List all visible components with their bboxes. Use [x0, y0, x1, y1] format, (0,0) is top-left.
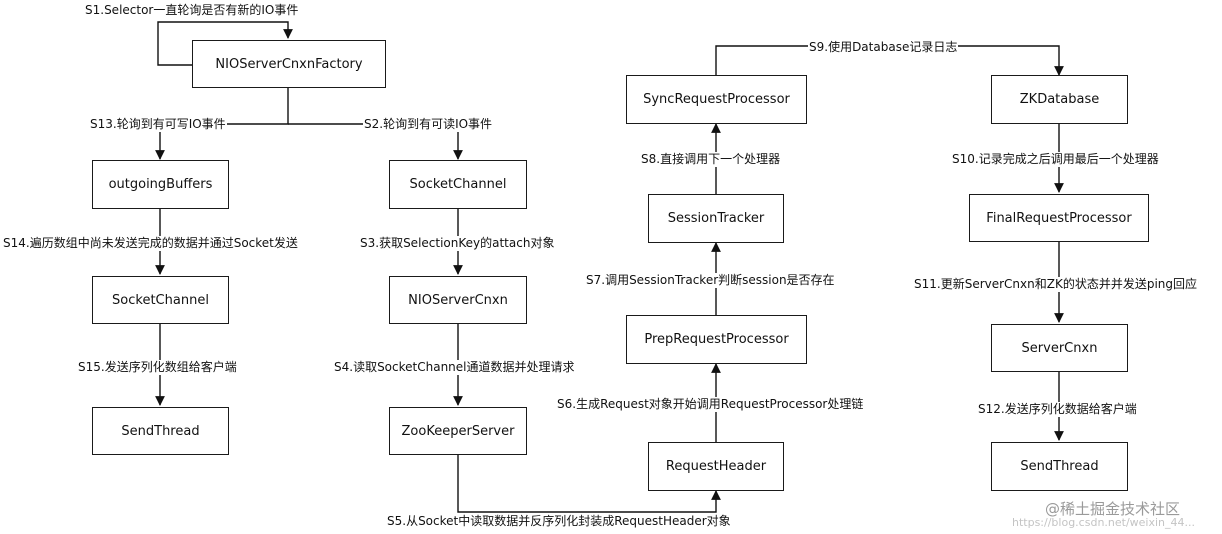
zk-database-box: ZKDatabase	[991, 75, 1128, 124]
step-s8-label: S8.直接调用下一个处理器	[640, 152, 782, 167]
step-s13-label: S13.轮询到有可写IO事件	[89, 117, 227, 132]
socket-channel-mid-box: SocketChannel	[389, 160, 527, 209]
send-thread-left-box: SendThread	[92, 407, 229, 455]
step-s2-label: S2.轮询到有可读IO事件	[363, 117, 494, 132]
final-request-processor-box: FinalRequestProcessor	[969, 194, 1149, 242]
request-header-box: RequestHeader	[648, 442, 784, 491]
watermark-brand: @稀土掘金技术社区	[1045, 500, 1181, 518]
nio-server-cnxn-factory-box: NIOServerCnxnFactory	[192, 40, 386, 88]
server-cnxn-box: ServerCnxn	[991, 324, 1128, 372]
s1-arrow	[157, 21, 293, 66]
prep-request-processor-box: PrepRequestProcessor	[626, 315, 807, 364]
step-s10-label: S10.记录完成之后调用最后一个处理器	[951, 152, 1160, 167]
step-s4-label: S4.读取SocketChannel通道数据并处理请求	[333, 360, 576, 375]
step-s11-label: S11.更新ServerCnxn和ZK的状态并并发送ping回应	[913, 277, 1199, 292]
step-s15-label: S15.发送序列化数组给客户端	[77, 360, 238, 375]
watermark-url: https://blog.csdn.net/weixin_44...	[1012, 516, 1196, 529]
sync-request-processor-box: SyncRequestProcessor	[626, 75, 807, 124]
socket-channel-left-box: SocketChannel	[92, 276, 229, 324]
step-s6-label: S6.生成Request对象开始调用RequestProcessor处理链	[556, 397, 865, 412]
step-s1-label: S1.Selector一直轮询是否有新的IO事件	[84, 3, 300, 18]
send-thread-right-box: SendThread	[991, 442, 1128, 491]
step-s7-label: S7.调用SessionTracker判断session是否存在	[585, 273, 836, 288]
session-tracker-box: SessionTracker	[648, 194, 784, 243]
zookeeper-server-box: ZooKeeperServer	[389, 407, 527, 455]
s5-arrow	[457, 455, 721, 513]
step-s12-label: S12.发送序列化数据给客户端	[977, 402, 1138, 417]
outgoing-buffers-box: outgoingBuffers	[92, 160, 229, 209]
step-s3-label: S3.获取SelectionKey的attach对象	[359, 236, 556, 251]
step-s14-label: S14.遍历数组中尚未发送完成的数据并通过Socket发送	[2, 236, 299, 251]
step-s5-label: S5.从Socket中读取数据并反序列化封装成RequestHeader对象	[386, 514, 732, 529]
step-s9-label: S9.使用Database记录日志	[808, 40, 959, 55]
nio-server-cnxn-box: NIOServerCnxn	[389, 276, 527, 324]
